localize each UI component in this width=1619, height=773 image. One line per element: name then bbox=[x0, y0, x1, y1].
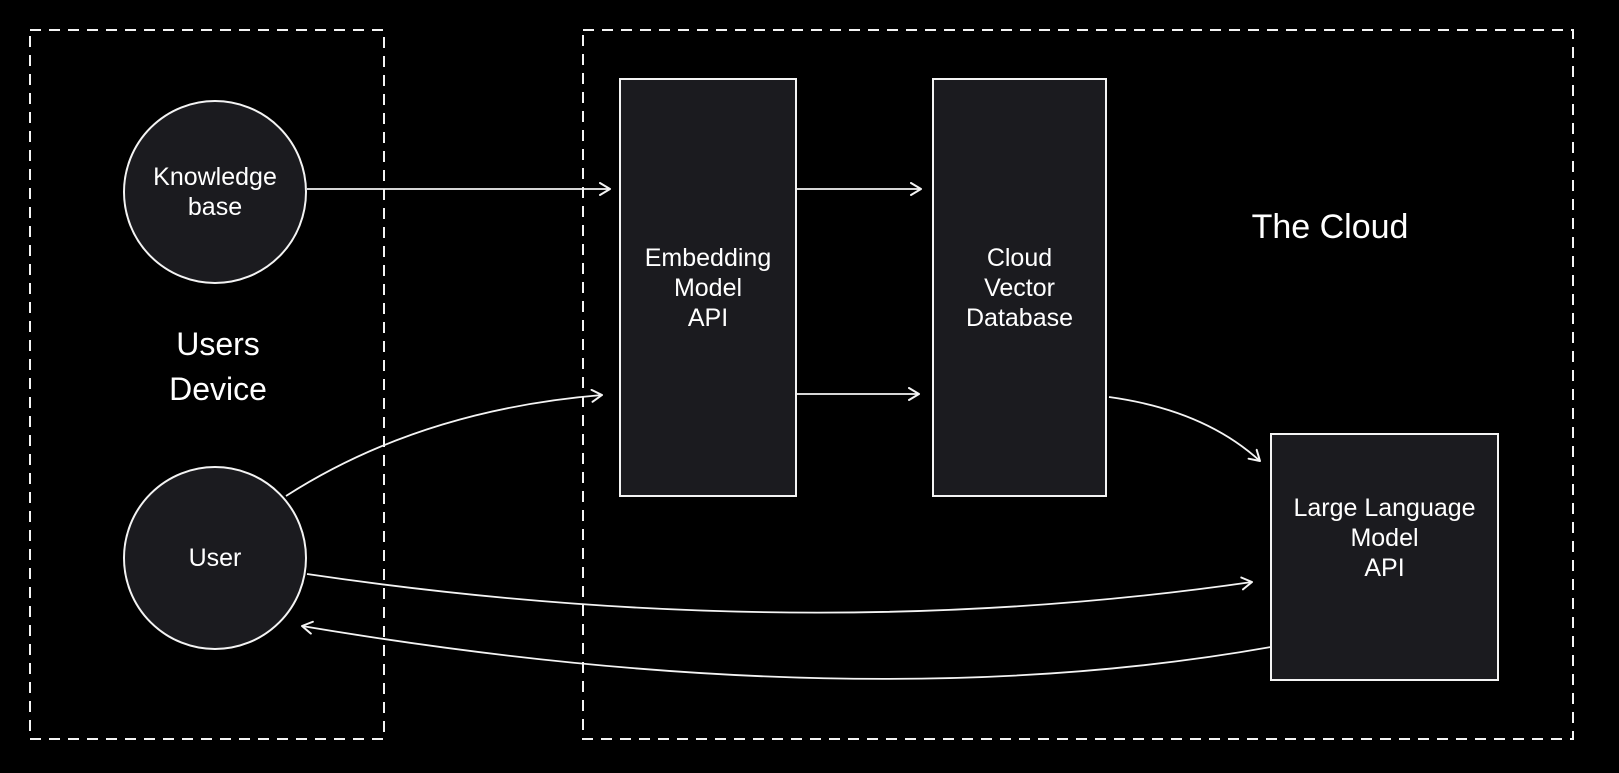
arrow-llm-to-user bbox=[301, 620, 1272, 680]
node-label-line: API bbox=[687, 303, 729, 332]
node-label-line: Model bbox=[673, 273, 743, 302]
cloud-group-border bbox=[582, 29, 1574, 740]
node-label-line: Database bbox=[965, 303, 1074, 332]
node-label-line: Vector bbox=[984, 273, 1055, 302]
group-label-line: Users bbox=[176, 326, 260, 362]
node-label-line: base bbox=[187, 193, 243, 221]
arrow-user-to-llm bbox=[306, 573, 1253, 614]
node-label-line: API bbox=[1364, 554, 1405, 582]
node-large-language-model-api: Large Language Model API bbox=[1270, 433, 1499, 681]
group-label-line: The Cloud bbox=[1251, 208, 1409, 246]
node-user: User bbox=[123, 466, 307, 650]
node-embedding-model-api: Embedding Model API bbox=[619, 78, 797, 497]
node-label-line: Knowledge bbox=[153, 163, 277, 191]
node-label-line: Embedding bbox=[644, 243, 772, 272]
arrow-vector-db-to-llm bbox=[1108, 396, 1261, 462]
node-cloud-vector-database: Cloud Vector Database bbox=[932, 78, 1107, 497]
node-knowledge-base: Knowledge base bbox=[123, 100, 307, 284]
users-device-group-border bbox=[29, 29, 385, 740]
node-label-line: Large Language bbox=[1293, 494, 1476, 522]
group-label-line: Device bbox=[169, 371, 267, 407]
node-label-line: User bbox=[188, 544, 242, 572]
users-device-group-label: Users Device bbox=[93, 322, 343, 412]
node-label-line: Model bbox=[1350, 524, 1419, 552]
node-label-line: Cloud bbox=[986, 243, 1053, 272]
cloud-group-label: The Cloud bbox=[1180, 207, 1480, 247]
arrow-user-to-embedding bbox=[285, 388, 603, 497]
